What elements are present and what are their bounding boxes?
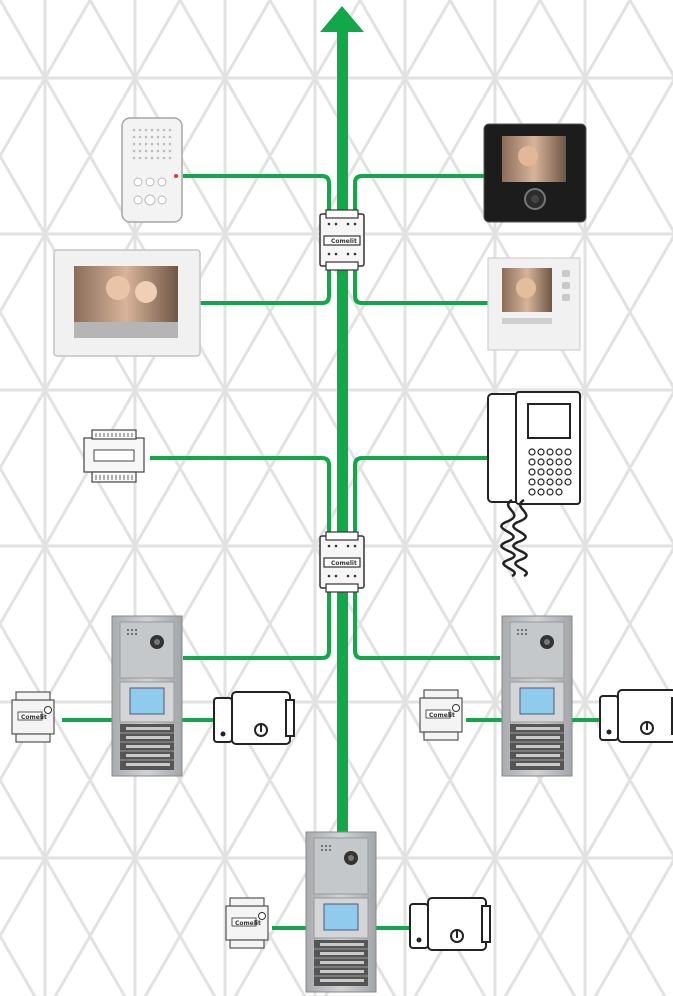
audio-intercom-icon [121, 117, 183, 223]
bus-riser-arrow-icon [320, 6, 364, 838]
splitter-bottom-label: Comelit [331, 560, 357, 567]
power-supply-icon: Comelit [11, 691, 55, 743]
psu-left-label: Comelit [21, 714, 47, 721]
power-supply-icon: Comelit [225, 897, 269, 949]
video-monitor-black-icon [483, 123, 587, 223]
electric-lock-icon [599, 689, 673, 743]
power-supply-icon [83, 429, 145, 483]
door-entry-panel-icon [111, 615, 183, 777]
door-entry-panel-icon [501, 615, 573, 777]
video-monitor-compact-icon [487, 257, 581, 351]
video-monitor-7in-icon [53, 249, 201, 357]
splitter-top-label: Comelit [331, 238, 357, 245]
psu-bottom-label: Comelit [235, 920, 261, 927]
electric-lock-icon [213, 691, 295, 745]
power-supply-icon: Comelit [419, 689, 463, 741]
bus-splitter-icon: Comelit [319, 531, 365, 593]
psu-right-label: Comelit [429, 712, 455, 719]
video-handset-keypad-icon [487, 391, 581, 578]
bus-splitter-icon: Comelit [319, 209, 365, 271]
door-entry-panel-icon [305, 831, 377, 993]
electric-lock-icon [409, 897, 491, 951]
branch-wires [62, 174, 604, 930]
